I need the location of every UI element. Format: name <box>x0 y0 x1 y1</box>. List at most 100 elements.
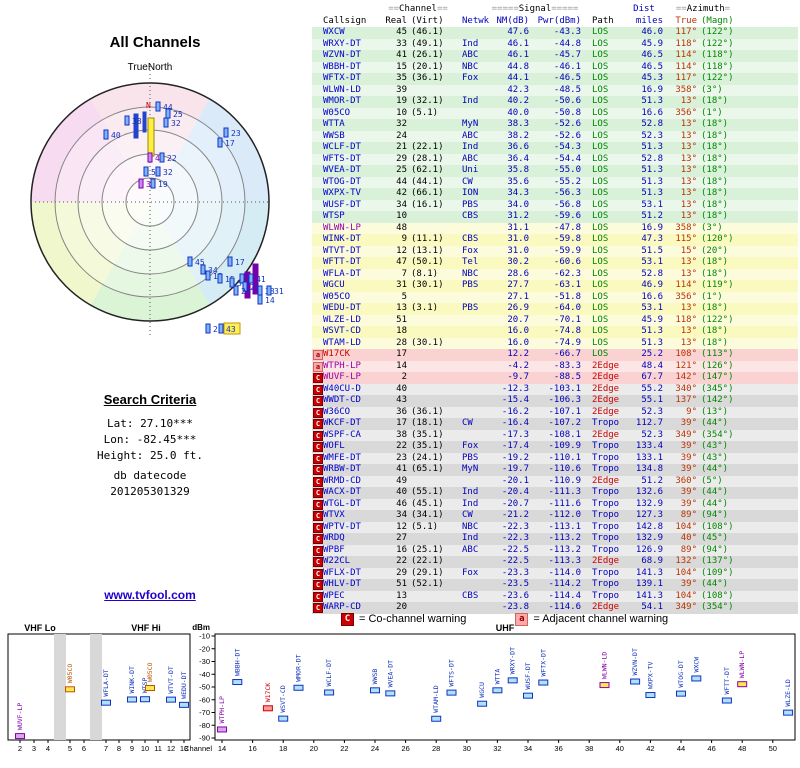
station-tick <box>159 152 165 163</box>
distance: 52.3 <box>641 406 663 417</box>
power: -107.2 <box>548 418 581 428</box>
true-azimuth: 39° <box>680 452 697 463</box>
path: 2Edge <box>592 406 620 417</box>
noise-margin: -12.3 <box>501 383 529 394</box>
station-marker <box>324 689 335 696</box>
station-marker <box>446 689 457 696</box>
real-channel: 46 <box>396 498 407 509</box>
path: LOS <box>592 27 609 37</box>
virtual-channel: (8.1) <box>411 268 439 279</box>
path: 2Edge <box>592 556 620 566</box>
station-tick <box>165 108 171 119</box>
signal-bar <box>147 117 155 157</box>
callsign: WXCW <box>323 27 345 37</box>
real-channel: 12 <box>396 521 407 532</box>
real-channel: 14 <box>396 360 407 371</box>
station-marker <box>145 685 155 692</box>
power: -110.9 <box>548 475 581 486</box>
compass-sector <box>30 202 150 306</box>
station-label: WCLF-DT <box>325 659 333 686</box>
real-channel: 42 <box>396 188 407 198</box>
true-azimuth: 39° <box>680 418 697 428</box>
virtual-channel: (3.1) <box>411 303 439 313</box>
dbm-tick-label: -80 <box>199 721 210 730</box>
magnetic-azimuth: (18°) <box>701 188 729 198</box>
network: ABC <box>462 153 479 164</box>
real-channel: 44 <box>396 176 407 187</box>
dbm-tick-label: -20 <box>199 644 210 653</box>
power: -74.9 <box>553 337 581 348</box>
station-label: WXPX-TV <box>646 662 654 689</box>
magnetic-azimuth: (126°) <box>701 360 734 371</box>
noise-margin: 35.6 <box>507 176 529 187</box>
noise-margin: 40.2 <box>507 96 529 106</box>
path: LOS <box>592 119 609 129</box>
tvfool-link[interactable]: www.tvfool.com <box>104 588 196 602</box>
station-label: WGCU <box>478 682 486 698</box>
station-label: WUSF-DT <box>524 662 532 689</box>
real-channel: 34 <box>396 199 407 210</box>
virtual-channel <box>407 361 453 373</box>
virtual-channel: (18.1) <box>411 418 444 428</box>
true-azimuth: 114° <box>675 280 697 290</box>
network: NBC <box>462 61 479 72</box>
col-pwr: Pwr(dBm) <box>537 15 581 26</box>
station-channel-label: 22 <box>167 154 177 163</box>
magnetic-azimuth: (122°) <box>701 314 734 325</box>
db-datecode: db datecode 201205301329 <box>0 468 300 500</box>
magnetic-azimuth: (120°) <box>701 234 734 244</box>
path: LOS <box>592 199 609 210</box>
station-channel-label: 32 <box>171 119 181 128</box>
power: -113.2 <box>548 544 581 555</box>
station-channel-label: 45 <box>195 258 205 267</box>
callsign: WLWN-LD <box>323 84 361 95</box>
station-marker <box>523 692 533 699</box>
virtual-channel: (22.1) <box>411 556 444 566</box>
network <box>453 407 489 419</box>
noise-margin: -20.4 <box>501 487 529 497</box>
real-channel: 49 <box>396 475 407 486</box>
noise-margin: 38.2 <box>507 130 529 141</box>
real-channel: 2 <box>401 372 407 382</box>
distance: 51.3 <box>641 96 663 106</box>
true-azimuth: 118° <box>675 38 697 49</box>
path: Tropo <box>592 567 620 578</box>
network: NBC <box>462 268 479 279</box>
true-azimuth: 121° <box>675 360 697 371</box>
true-azimuth: 13° <box>680 199 697 210</box>
true-azimuth: 114° <box>675 61 697 72</box>
virtual-channel <box>407 223 453 235</box>
virtual-channel <box>407 292 453 304</box>
network <box>453 349 489 361</box>
power: -112.0 <box>548 510 581 520</box>
co-channel-warning-icon: C <box>313 557 323 567</box>
distance: 45.3 <box>641 73 663 83</box>
power: -59.8 <box>553 234 581 244</box>
station-channel-label: 40 <box>111 131 121 140</box>
noise-margin: -21.2 <box>501 510 529 520</box>
magnetic-azimuth: (109°) <box>701 567 734 578</box>
col-virt: (Virt) <box>411 15 444 26</box>
virtual-channel: (35.1) <box>411 441 444 451</box>
co-channel-warning-icon: C <box>313 511 323 521</box>
path: 2Edge <box>592 360 620 371</box>
true-azimuth: 13° <box>680 119 697 129</box>
station-tick <box>103 129 109 140</box>
noise-margin: -15.4 <box>501 395 529 405</box>
real-channel: 25 <box>396 165 407 175</box>
co-channel-warning-icon: C <box>313 430 323 441</box>
network: NBC <box>462 521 479 532</box>
